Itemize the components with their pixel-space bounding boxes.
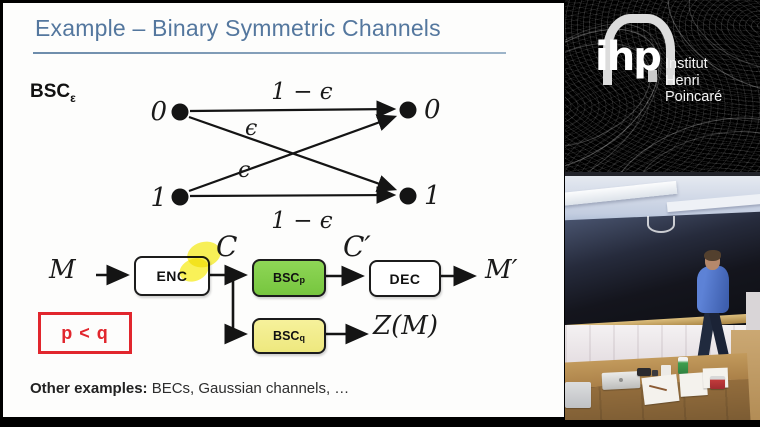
decoder-label: DEC: [389, 270, 421, 287]
apple-logo-dot: [618, 377, 624, 383]
institute-name-line2: Henri: [665, 72, 700, 89]
label-message-m: M: [49, 255, 76, 285]
bsc-q-sub: q: [299, 333, 305, 343]
node-input-0: [171, 103, 189, 121]
institute-name-line3: Poincaré: [665, 89, 723, 106]
ihp-arch-leg: [648, 70, 657, 82]
desk-object-small: [652, 370, 658, 376]
label-output-1: 1: [424, 181, 441, 211]
green-bottle: [678, 357, 688, 374]
node-output-0: [399, 101, 417, 119]
decoder-box: DEC: [369, 260, 441, 297]
macbook-laptop: [601, 371, 641, 390]
label-m-prime: M′: [485, 255, 518, 285]
node-output-1: [399, 187, 417, 205]
edge-1-to-1: [189, 186, 397, 204]
bsc-heading-sub: ε: [70, 90, 76, 105]
label-prob-eps-upper: ϵ: [245, 116, 257, 141]
paper-cup: [661, 365, 671, 378]
edge-1-to-0: [188, 114, 398, 193]
label-input-1: 1: [150, 183, 167, 213]
label-c-prime: C′: [343, 230, 371, 263]
footer-bold: Other examples:: [30, 380, 148, 397]
condition-p-less-q-box: p < q: [38, 312, 132, 354]
title-underline: [33, 52, 506, 54]
label-prob-eps-lower: ϵ: [238, 158, 250, 183]
label-codeword-c: C: [216, 230, 238, 263]
board-reflection-arc: [647, 216, 675, 233]
bsc-p-sub: p: [299, 275, 305, 285]
presentation-slide: Example – Binary Symmetric Channels BSCε…: [3, 3, 564, 417]
desk-object-dark: [637, 368, 651, 376]
lecturer: [693, 250, 741, 366]
red-object: [710, 376, 725, 389]
slide-title: Example – Binary Symmetric Channels: [35, 15, 441, 41]
other-examples-footer: Other examples: BECs, Gaussian channels,…: [30, 380, 349, 397]
footer-rest: BECs, Gaussian channels, …: [147, 380, 350, 397]
lecture-hall-video-feed: [565, 172, 760, 420]
label-prob-bottom: 1 − ϵ: [271, 208, 333, 233]
bsc-epsilon-heading: BSCε: [30, 81, 76, 105]
bsc-channel-diagram: 0 1 0 1 1 − ϵ ϵ ϵ 1 − ϵ: [150, 79, 441, 233]
edge-0-to-0: [189, 100, 397, 118]
bsc-q-label: BSC: [273, 329, 300, 343]
institute-name-line1: Institut: [665, 56, 708, 72]
label-output-0: 0: [424, 95, 441, 125]
lecturer-torso-blue-sweater: [697, 266, 729, 313]
label-input-0: 0: [150, 97, 167, 127]
condition-text: p < q: [61, 322, 109, 343]
label-prob-top: 1 − ϵ: [271, 79, 333, 105]
ihp-logo-panel: ihp Institut Henri Poincaré: [565, 0, 760, 172]
bsc-p-label: BSC: [273, 271, 300, 285]
video-top-edge: [565, 172, 760, 176]
label-z-of-m: Z(M): [373, 311, 438, 341]
ihp-arch-icon: [603, 14, 675, 85]
laptop-screen-left: [565, 382, 591, 408]
bsc-heading-label: BSC: [30, 81, 71, 102]
right-panel: ihp Institut Henri Poincaré: [565, 0, 760, 427]
lecturer-hair: [704, 250, 721, 261]
node-input-1: [171, 188, 189, 206]
ihp-acronym: ihp: [595, 34, 662, 80]
institute-name: Institut Henri Poincaré: [665, 56, 722, 106]
